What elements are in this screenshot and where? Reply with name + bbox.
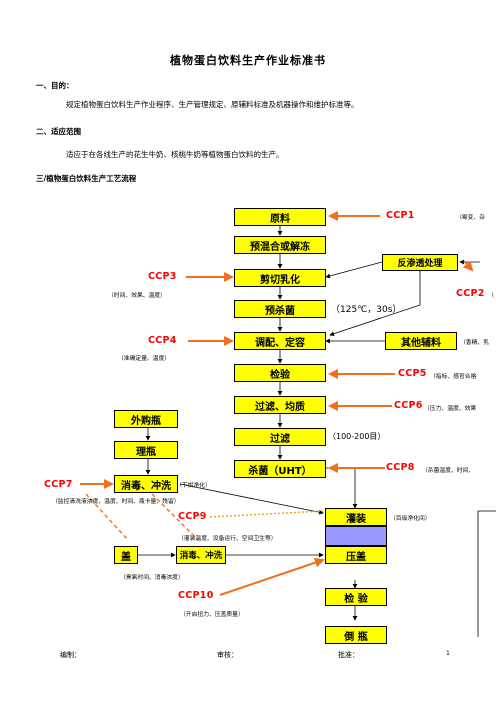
- step-filling: 灌装: [325, 508, 387, 526]
- section2-body: 适应于在各线生产的花生牛奶、核桃牛奶等植物蛋白饮料的生产。: [66, 150, 284, 159]
- step-premix-thaw: 预混合或解冻: [234, 236, 326, 254]
- ccp8-note: （杀菌温度、时间、: [422, 468, 475, 474]
- step-filter-homogenize: 过滤、均质: [234, 396, 326, 414]
- section3-heading: 三/植物蛋白饮料生产工艺流程: [36, 174, 137, 183]
- filling-band: [325, 526, 387, 546]
- ccp5-label: CCP5: [398, 368, 427, 379]
- side-reverse-osmosis: 反渗透处理: [382, 254, 458, 271]
- section1-body: 规定植物蛋白饮料生产作业程序、生产管理规定、原辅料标准及机器操作和维护标准等。: [66, 100, 359, 109]
- step-filter: 过滤: [234, 428, 326, 446]
- bottle-disinfect-note: （干烘净化）: [176, 483, 211, 489]
- step-sterilize-uht: 杀菌（UHT）: [234, 460, 326, 478]
- ccp1-note: （霉变、杂: [456, 215, 485, 221]
- other-ingredients-note: （香精、乳: [460, 340, 489, 346]
- side-purchased-bottles: 外购瓶: [114, 410, 178, 428]
- page-number: 1: [446, 650, 450, 657]
- step-capping: 压盖: [325, 546, 387, 564]
- pre-sterilize-spec: （125℃，30s）: [331, 305, 402, 315]
- ccp4-note: （准确定量、温度）: [118, 356, 171, 362]
- ccp9-label: CCP9: [178, 511, 207, 522]
- step-pre-sterilize: 预杀菌: [234, 300, 326, 318]
- side-sort-bottles: 理瓶: [114, 441, 178, 459]
- side-other-ingredients: 其他辅料: [385, 332, 457, 350]
- ccp2-label: CCP2: [456, 288, 485, 299]
- ccp10-label: CCP10: [178, 590, 214, 601]
- footer-approver: 批准：: [338, 651, 359, 659]
- side-bottle-disinfect: 消毒、冲洗: [114, 475, 178, 493]
- ccp5-note: （指标、感官合格: [430, 374, 477, 380]
- ccp3-note: （时间、效果、温度）: [108, 293, 166, 299]
- step-invert-bottle: 倒 瓶: [325, 626, 387, 644]
- ccp10-note: （开启扭力、压盖质量）: [180, 612, 244, 618]
- ccp3-label: CCP3: [148, 271, 177, 282]
- filter-mesh-spec: （100-200目）: [328, 432, 386, 441]
- step-inspect: 检验: [234, 364, 326, 382]
- ccp7-note: （监控清洗液浓度、温度、时间、瓶卡量、残留）: [52, 499, 180, 505]
- lid-disinfect-note: （臭氧时间、消毒浓度）: [120, 575, 184, 581]
- ccp6-note: （压力、温度、效果: [424, 406, 477, 412]
- section1-heading: 一、目的：: [36, 81, 74, 90]
- ccp7-label: CCP7: [44, 479, 73, 490]
- step-shear-emulsify: 剪切乳化: [234, 269, 326, 287]
- ccp6-label: CCP6: [394, 400, 423, 411]
- ccp9-note: （灌装温度、设备运行、空间卫生等）: [178, 536, 277, 542]
- ccp1-label: CCP1: [386, 210, 415, 221]
- step-raw-material: 原料: [234, 208, 326, 226]
- section2-heading: 二、适应范围: [36, 127, 81, 136]
- filling-room-note: （百级净化间）: [390, 516, 431, 522]
- side-lid-disinfect: 消毒、冲洗: [176, 546, 226, 564]
- ccp8-label: CCP8: [386, 462, 415, 473]
- step-blend-volume: 调配、定容: [234, 332, 326, 350]
- step-final-inspect: 检 验: [325, 588, 387, 606]
- footer-reviewer: 审核：: [217, 651, 238, 659]
- ccp4-label: CCP4: [148, 335, 177, 346]
- footer-editor: 编制：: [60, 651, 81, 659]
- doc-title: 植物蛋白饮料生产作业标准书: [170, 54, 326, 67]
- ccp2-note: （: [488, 293, 494, 299]
- side-lid: 盖: [114, 546, 138, 564]
